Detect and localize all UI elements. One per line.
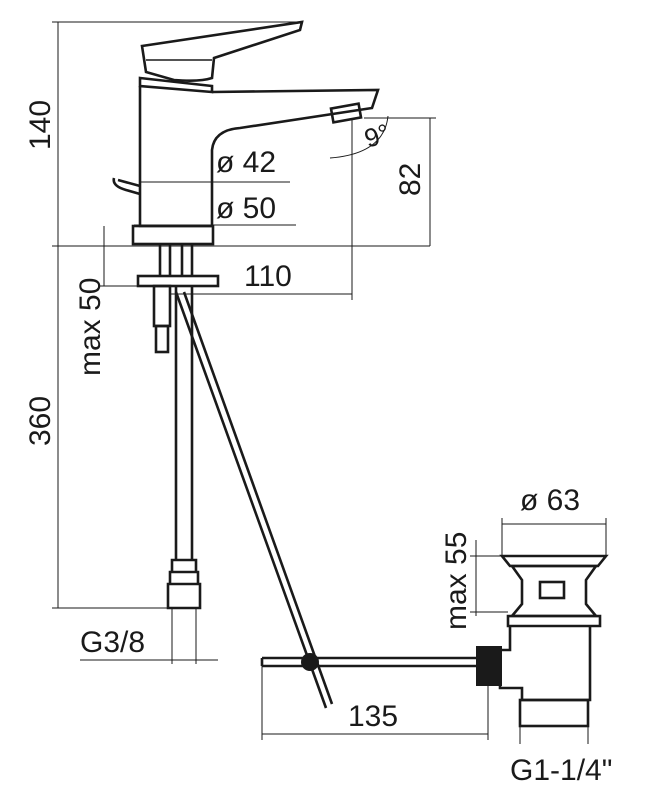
label-360: 360: [24, 396, 57, 446]
label-max-50: max 50: [74, 278, 107, 376]
label-g114: G1-1/4": [510, 754, 612, 787]
label-g38: G3/8: [80, 626, 145, 659]
label-135: 135: [348, 700, 398, 733]
waste-thread: [518, 698, 590, 728]
lever-handle: [140, 20, 304, 82]
fixing-assembly: [136, 244, 220, 610]
waste-knurled-nut: [476, 646, 502, 686]
popup-rod: [174, 291, 488, 709]
waste-tail: [498, 626, 592, 702]
label-82: 82: [394, 163, 427, 196]
hose-connector: [166, 558, 202, 610]
rod-pivot-ball: [301, 653, 319, 671]
stud-nut: [154, 324, 170, 354]
waste-nut: [506, 614, 602, 628]
label-max-55: max 55: [440, 532, 473, 630]
popup-knob: [112, 177, 141, 196]
rod-diagonal-2: [182, 291, 334, 705]
waste-window: [538, 580, 566, 600]
label-140: 140: [24, 100, 57, 150]
rod-diagonal-1: [174, 291, 328, 709]
base-flange: [131, 224, 215, 246]
dimension-labels: 140 ø 42 ø 50 82 9° max 50 110 360 G3/8 …: [24, 100, 612, 787]
label-diameter-63: ø 63: [520, 484, 580, 517]
label-110: 110: [244, 260, 292, 293]
aerator: [329, 102, 363, 124]
label-angle: 9°: [361, 117, 394, 153]
dim-angle-arc: [329, 115, 389, 159]
dimension-lines: [52, 21, 607, 744]
label-diameter-50: ø 50: [216, 192, 276, 225]
threaded-stud: [152, 284, 172, 328]
label-diameter-42: ø 42: [216, 146, 276, 179]
waste-assembly: [476, 554, 609, 728]
fixing-plate: [136, 274, 220, 288]
waste-flange: [499, 554, 609, 568]
waste-body: [509, 564, 599, 618]
